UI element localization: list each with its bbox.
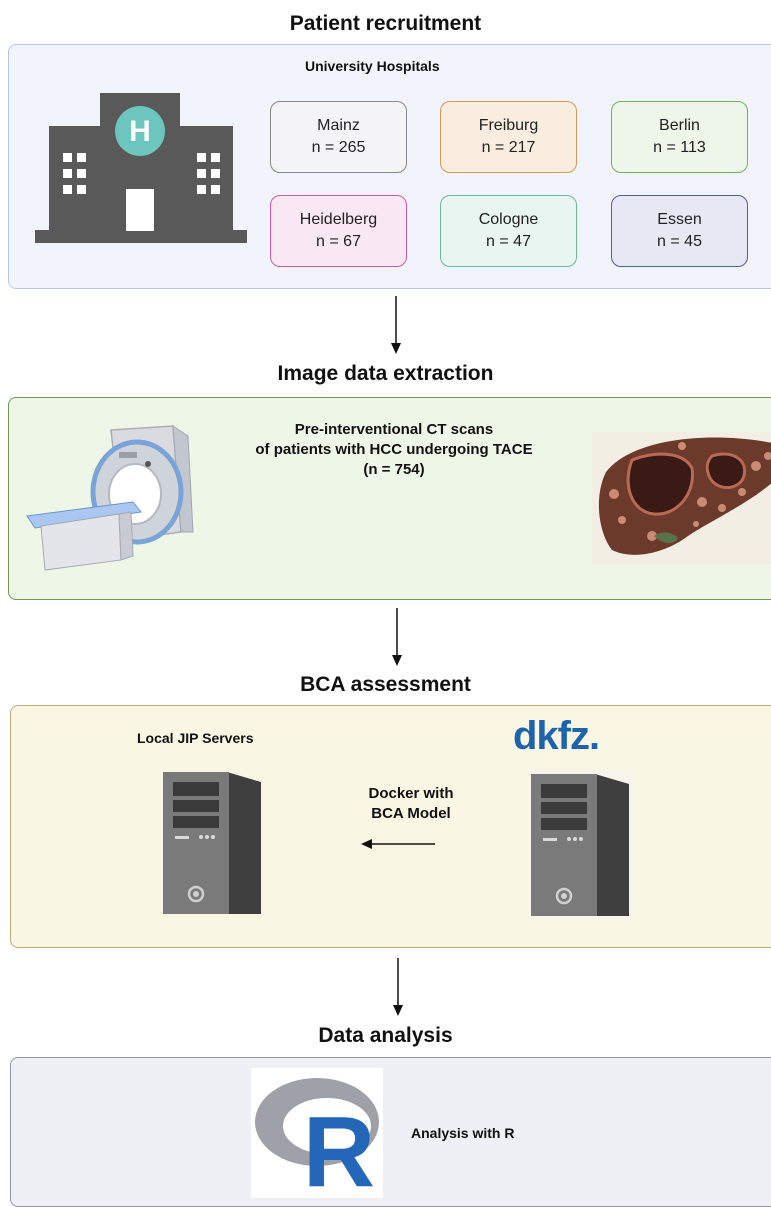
docker-label: Docker with BCA Model xyxy=(311,784,511,824)
r-logo: R xyxy=(251,1068,383,1198)
extraction-panel: Pre-interventional CT scans of patients … xyxy=(8,397,771,600)
site-name: Mainz xyxy=(317,117,360,134)
site-count: n = 113 xyxy=(653,139,706,156)
recruitment-panel: University Hospitals H Mainz n = 265 Fre… xyxy=(8,44,771,289)
site-count: n = 265 xyxy=(311,139,366,156)
ct-scanner-icon xyxy=(23,422,203,572)
hospital-sign: H xyxy=(129,115,151,148)
site-mainz: Mainz n = 265 xyxy=(270,101,407,173)
analysis-title: Data analysis xyxy=(318,1024,453,1047)
flow-arrow-2 xyxy=(0,606,771,666)
site-name: Berlin xyxy=(659,117,700,134)
extraction-title: Image data extraction xyxy=(277,362,494,385)
site-freiburg: Freiburg n = 217 xyxy=(440,101,577,173)
extraction-line-3: (n = 754) xyxy=(363,461,425,478)
site-berlin: Berlin n = 113 xyxy=(611,101,748,173)
servers-label: Local JIP Servers xyxy=(137,730,254,746)
recruitment-title: Patient recruitment xyxy=(289,12,482,35)
hospitals-subtitle: University Hospitals xyxy=(305,58,440,74)
liver-icon xyxy=(592,432,771,564)
site-name: Essen xyxy=(657,211,702,228)
bca-title: BCA assessment xyxy=(300,673,471,696)
extraction-line-1: Pre-interventional CT scans xyxy=(294,421,494,438)
site-count: n = 217 xyxy=(481,139,536,156)
server-icon xyxy=(161,770,265,916)
flow-arrow-3 xyxy=(0,956,771,1016)
extraction-line-2: of patients with HCC undergoing TACE xyxy=(255,441,533,458)
transfer-arrow xyxy=(359,836,439,852)
site-name: Freiburg xyxy=(478,117,539,134)
site-essen: Essen n = 45 xyxy=(611,195,748,267)
docker-line-1: Docker with xyxy=(368,785,454,802)
docker-line-2: BCA Model xyxy=(371,805,451,822)
dkfz-logo: dkfz. xyxy=(513,714,600,758)
site-count: n = 47 xyxy=(486,233,531,250)
site-count: n = 67 xyxy=(316,233,361,250)
extraction-description: Pre-interventional CT scans of patients … xyxy=(199,420,589,480)
hospital-icon: H xyxy=(35,89,247,245)
site-count: n = 45 xyxy=(657,233,702,250)
site-name: Heidelberg xyxy=(299,211,378,228)
site-cologne: Cologne n = 47 xyxy=(440,195,577,267)
site-name: Cologne xyxy=(478,211,539,228)
r-logo-letter: R xyxy=(303,1096,375,1198)
site-heidelberg: Heidelberg n = 67 xyxy=(270,195,407,267)
analysis-panel: R Analysis with R xyxy=(10,1057,771,1207)
flow-arrow-1 xyxy=(0,294,771,354)
server-icon xyxy=(529,770,633,920)
bca-panel: Local JIP Servers dkfz. Docker with BCA … xyxy=(10,705,771,948)
analysis-label: Analysis with R xyxy=(411,1125,515,1141)
